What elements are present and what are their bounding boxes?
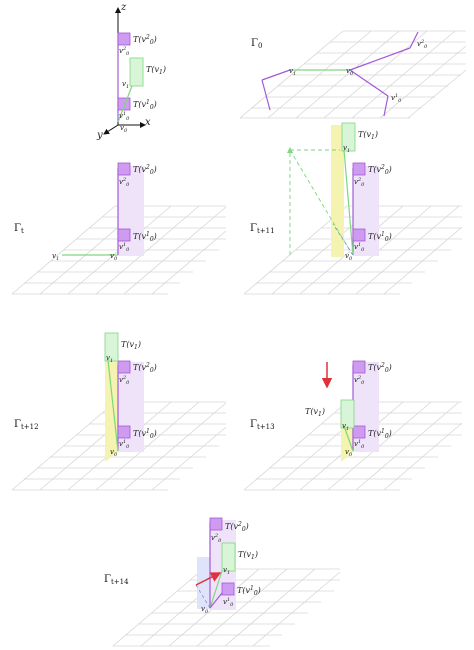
t-v01-box [352,228,366,242]
panel-title: Γt+12 [14,419,39,431]
t-v02-box [117,162,131,176]
purple-edge [209,592,223,609]
t-v02-label: T(v20) [225,521,249,533]
t-v1-box [104,332,119,362]
panel-gamma-t11: Γt+11 T(v1) T(v20) T(v10) v1 v20 v10 v0 [243,122,463,295]
v1-label: v1 [52,252,59,262]
t-v01-box [117,425,131,439]
green-dashed-path [289,149,353,255]
t-v02-box [352,162,366,176]
v0-label: v0 [201,605,209,615]
v01-label: v10 [119,242,130,253]
panel-axes: z x y T(v20) T(v1) T(v10) v20 v1 v10 v0 [96,2,166,141]
v02-label: v20 [211,533,222,544]
panel-title: Γt+13 [250,419,275,431]
y-axis-label: y [96,130,103,141]
v0-label: v0 [110,448,118,458]
t-v02-box [209,517,223,531]
v02-label: v20 [417,39,428,50]
panel-title: Γt+11 [250,223,275,235]
t-v1-label: T(v1) [238,550,258,561]
yellow-shadow [105,360,118,462]
t-v02-box [117,360,131,374]
v1-label: v1 [342,422,349,432]
t-v01-label: T(v10) [368,428,392,440]
v1-label: v1 [343,144,350,154]
v0-label: v0 [120,124,128,134]
v1-label: v1 [122,80,129,90]
t-v02-box [352,360,366,374]
panel-title: Γt [14,223,24,235]
t-v01-box [117,97,131,111]
grid [239,30,467,119]
purple-edge [261,69,291,81]
t-v1-label: T(v1) [121,340,141,351]
panel-gamma-t12: Γt+12 T(v1) T(v20) T(v10) v1 v20 v10 v0 [11,332,227,491]
t-v01-label: T(v10) [133,231,157,243]
t-v1-box [340,399,355,429]
panel-gamma-t14: Γt+14 T(v20) T(v1) T(v10) v20 v1 v10 v0 [104,517,341,647]
v01-label: v10 [354,242,365,253]
v02-label: v20 [119,177,130,188]
v02-label: v20 [119,46,130,57]
t-v01-label: T(v10) [133,428,157,440]
y-axis [103,124,119,135]
t-v02-box [117,32,131,46]
purple-edge [383,95,389,117]
t-v02-label: T(v20) [133,362,157,374]
blue-shadow [197,557,210,609]
green-edge [343,425,354,452]
green-edge [343,149,354,256]
v01-label: v10 [119,111,130,122]
t-v01-label: T(v10) [237,585,261,597]
v0-label: v0 [110,252,118,262]
t-v01-label: T(v10) [368,231,392,243]
v1-label: v1 [223,566,230,576]
red-arrow [195,572,222,586]
t-v1-label: T(v1) [358,130,378,141]
v01-label: v10 [354,439,365,450]
panel-title: Γt+14 [104,574,129,586]
t-v1-box [221,542,236,572]
v02-label: v20 [354,375,365,386]
z-axis-label: z [120,2,127,13]
purple-edge [409,31,419,49]
t-v01-label: T(v10) [133,99,157,111]
t-v02-label: T(v20) [133,34,157,46]
v0-label: v0 [346,67,354,77]
t-v1-box [129,57,144,87]
t-v1-box [341,122,356,152]
v0-label: v0 [345,448,353,458]
t-v02-label: T(v20) [133,164,157,176]
blue-dashed-path [195,584,211,609]
t-v02-label: T(v20) [368,164,392,176]
panel-gamma-t: Γt T(v20) T(v10) v20 v10 v1 v0 [11,162,227,295]
t-v01-box [117,228,131,242]
panel-gamma-t13: Γt+13 T(v1) T(v20) T(v10) v1 v20 v10 v0 [243,360,463,491]
t-v02-label: T(v20) [368,362,392,374]
v1-label: v1 [106,354,113,364]
v02-label: v20 [354,177,365,188]
v02-label: v20 [119,375,130,386]
green-edge [117,85,133,123]
v1-label: v1 [289,67,296,77]
green-edge [107,359,119,452]
v0-label: v0 [345,252,353,262]
t-v01-box [352,425,366,439]
panel-title: Γ0 [251,38,262,50]
t-v1-label: T(v1) [305,407,325,418]
purple-edge [349,69,389,97]
purple-edge [261,79,271,111]
v01-label: v10 [119,439,130,450]
purple-edge [349,47,411,71]
x-axis-label: x [145,117,151,128]
blue-dashed-path [332,223,354,256]
panel-gamma-0: Γ0 v1 v0 v20 v10 [239,30,467,119]
t-v1-label: T(v1) [146,65,166,76]
t-v01-box [221,582,235,596]
v01-label: v10 [223,597,234,608]
v01-label: v10 [391,93,402,104]
